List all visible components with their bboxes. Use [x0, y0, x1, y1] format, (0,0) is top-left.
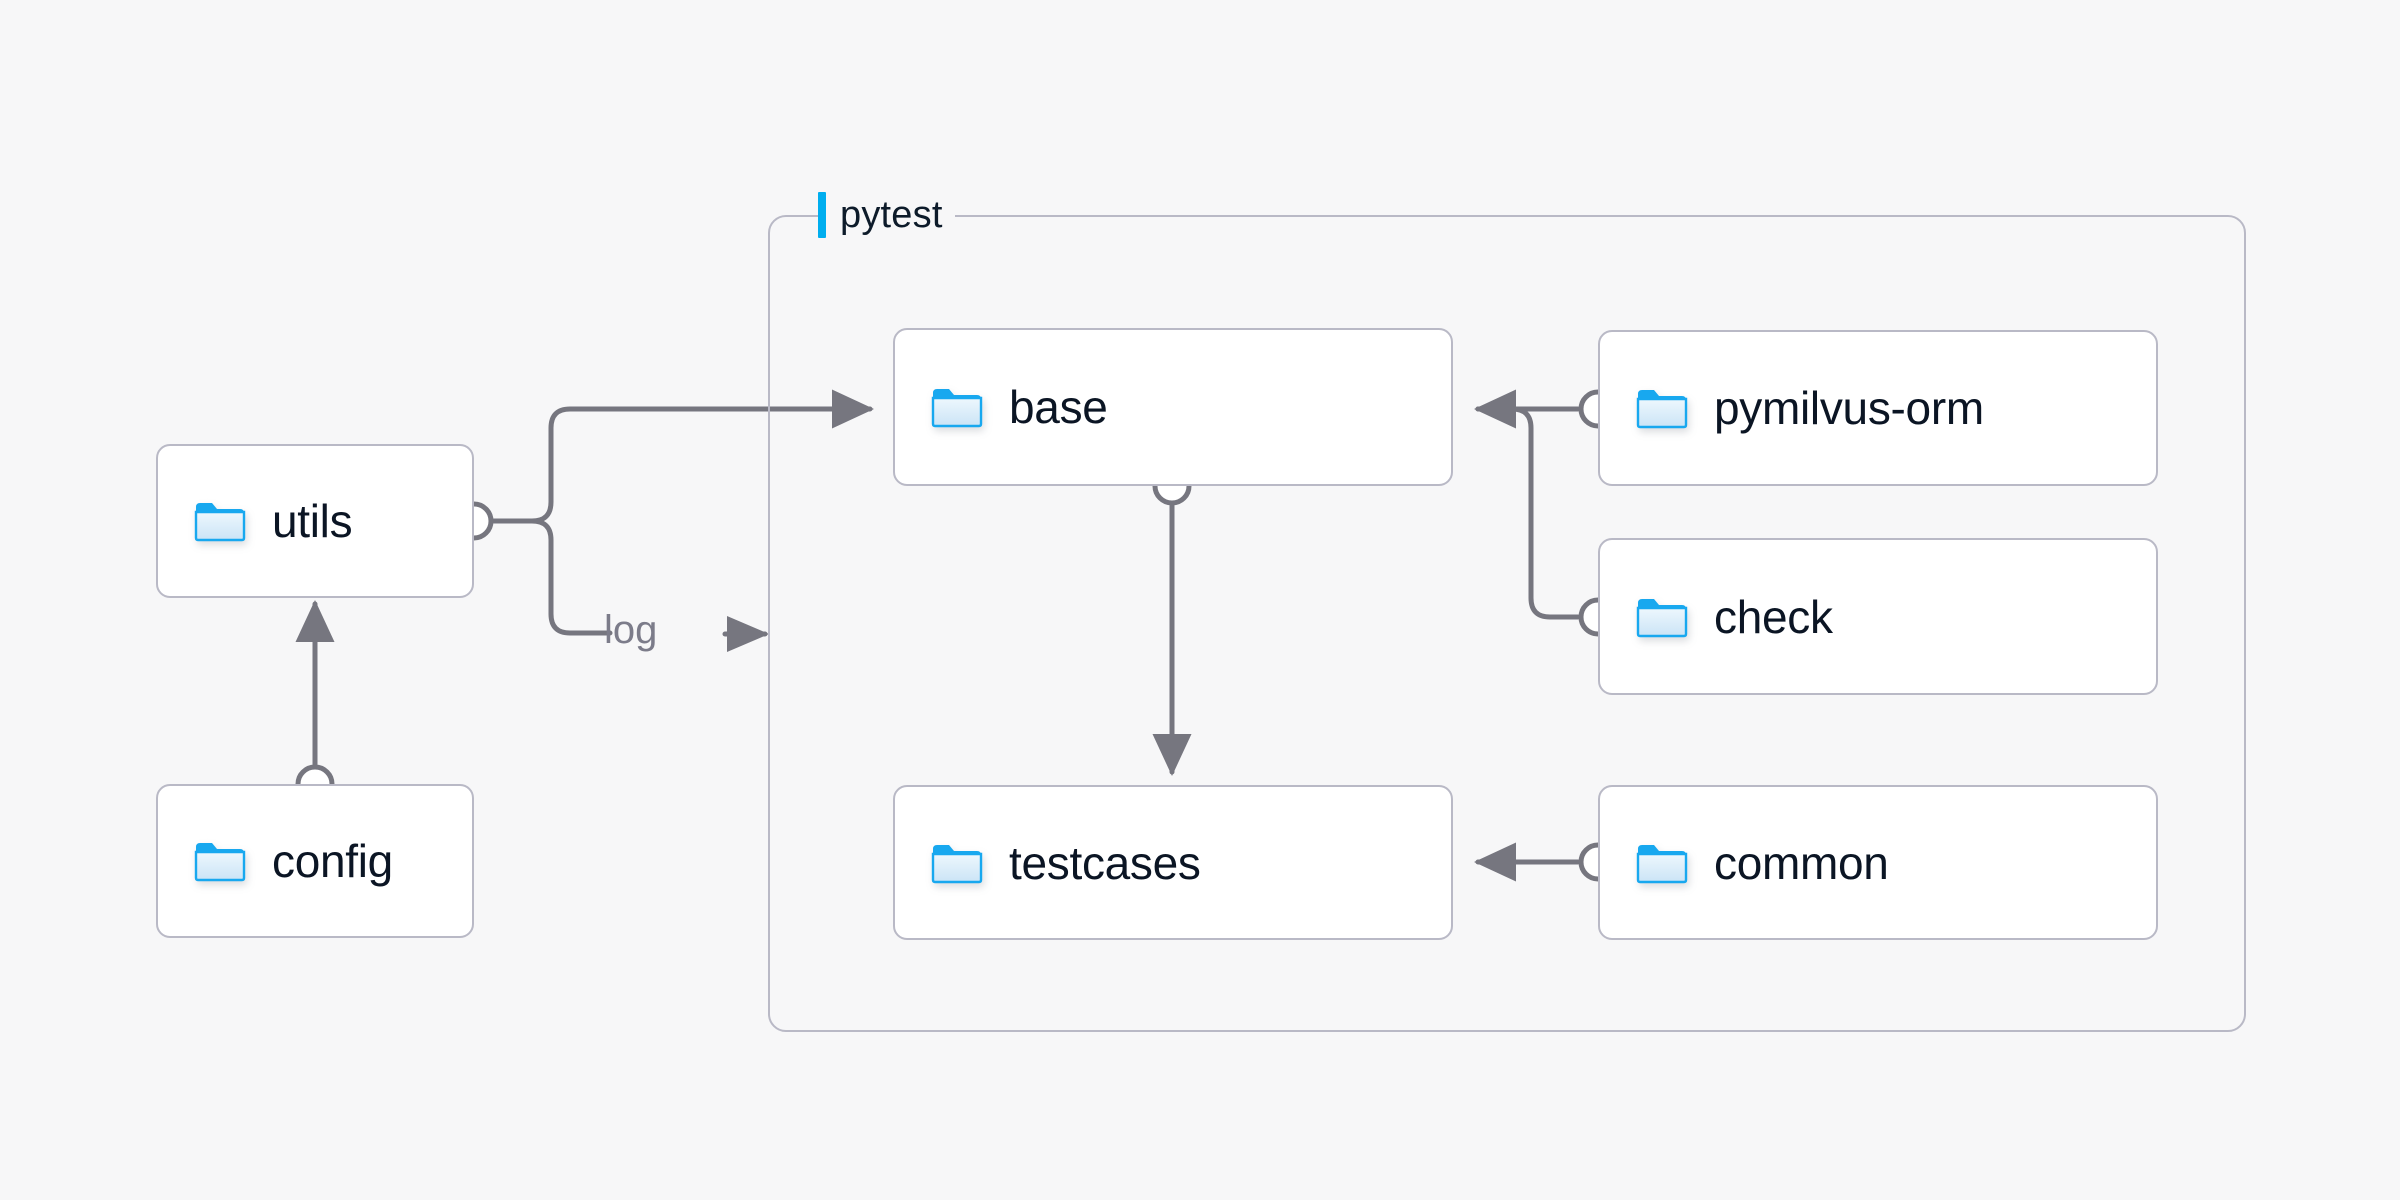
folder-icon — [1636, 595, 1688, 639]
node-label: common — [1714, 836, 1889, 889]
folder-icon — [1636, 841, 1688, 885]
node-check[interactable]: check — [1598, 538, 2158, 695]
node-label: testcases — [1009, 836, 1201, 889]
folder-icon — [931, 385, 983, 429]
node-base[interactable]: base — [893, 328, 1453, 486]
node-label: pymilvus-orm — [1714, 382, 1984, 434]
folder-icon — [194, 839, 246, 883]
pytest-group-label: pytest — [818, 192, 955, 238]
pytest-group-container[interactable] — [768, 215, 2246, 1032]
node-label: base — [1009, 381, 1108, 433]
edge-utils-to-log — [489, 518, 613, 636]
node-common[interactable]: common — [1598, 785, 2158, 940]
node-config[interactable]: config — [156, 784, 474, 938]
folder-icon — [931, 841, 983, 885]
edge-label-log: log — [604, 608, 658, 652]
node-label: utils — [272, 495, 353, 547]
folder-icon — [194, 499, 246, 543]
node-pymilvus-orm[interactable]: pymilvus-orm — [1598, 330, 2158, 486]
node-label: check — [1714, 590, 1833, 643]
group-title-text: pytest — [840, 193, 943, 236]
node-utils[interactable]: utils — [156, 444, 474, 598]
group-accent-bar — [818, 192, 826, 238]
node-testcases[interactable]: testcases — [893, 785, 1453, 940]
node-label: config — [272, 835, 393, 887]
folder-icon — [1636, 386, 1688, 430]
